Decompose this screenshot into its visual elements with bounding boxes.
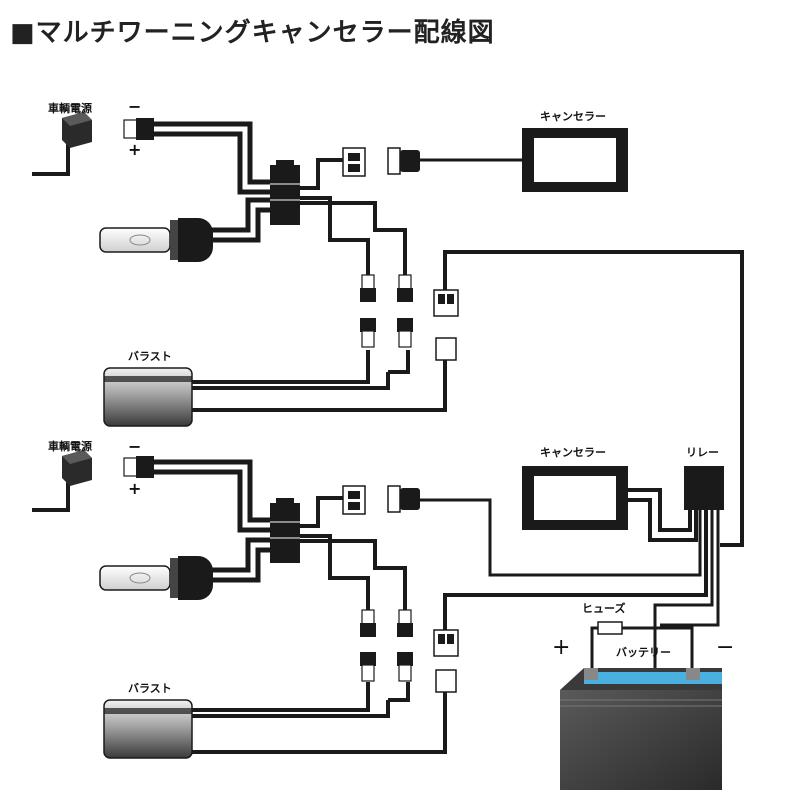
canceller-relay-wire-2 (628, 498, 698, 542)
top-canceller-unit (522, 128, 628, 192)
battery-icon (560, 668, 722, 790)
bottom-ballast-plug-pair (360, 652, 413, 682)
top-ballast-unit (103, 367, 193, 427)
bottom-canceller-unit (522, 466, 628, 530)
battery-label: バッテリー (616, 646, 671, 659)
bottom-harness-wires (150, 459, 708, 754)
battery-minus-label: − (716, 635, 734, 660)
ballast-label-bottom: バラスト (128, 682, 172, 695)
bottom-vehicle-power-connector (62, 450, 92, 486)
relay-unit (684, 466, 724, 510)
vehicle-power-line-top (32, 142, 70, 176)
battery-plus-label: + (552, 635, 570, 660)
plus-label-top: + (128, 140, 141, 159)
bottom-canceller-connector-female (342, 485, 366, 515)
minus-label-top: − (128, 97, 141, 116)
fuse-battery-minus-wire (622, 626, 694, 672)
fuse-icon (597, 621, 623, 635)
bottom-terminal-plug (123, 456, 154, 478)
vehicle-power-line-bottom (32, 478, 70, 512)
top-hid-bulb (99, 218, 213, 262)
fuse-label: ヒューズ (582, 601, 625, 615)
bottom-bulb-plug-pair (360, 609, 413, 637)
top-relay-connector (433, 289, 459, 361)
top-bulb-plug-pair (360, 274, 413, 302)
top-canceller-connector-male (387, 147, 420, 175)
canceller-label-top: キャンセラー (540, 110, 606, 123)
bottom-hid-bulb (99, 556, 213, 600)
top-junction-block (270, 160, 300, 225)
bottom-relay-connector (433, 629, 459, 693)
plus-label-bottom: + (128, 479, 141, 498)
top-vehicle-power-connector (62, 112, 92, 148)
vehicle-power-label-top: 車輌電源 (48, 101, 92, 115)
top-canceller-connector-female (342, 147, 366, 177)
top-harness-wires (150, 121, 744, 547)
page-title: ■マルチワーニングキャンセラー配線図 (10, 18, 495, 48)
bottom-ballast-unit (103, 699, 193, 759)
vehicle-power-label-bottom: 車輌電源 (48, 439, 92, 453)
canceller-label-bottom: キャンセラー (540, 446, 606, 459)
top-ballast-plug-pair (360, 318, 413, 348)
relay-fuse-wire (660, 510, 720, 627)
bottom-canceller-connector-male (387, 485, 420, 513)
minus-label-bottom: − (128, 437, 141, 456)
relay-label: リレー (686, 446, 719, 459)
bottom-junction-block (270, 498, 300, 563)
relay-battery-wire (653, 510, 714, 672)
ballast-label-top: バラスト (128, 350, 172, 363)
canceller-relay-wire (628, 488, 692, 532)
top-terminal-plug (123, 118, 154, 140)
